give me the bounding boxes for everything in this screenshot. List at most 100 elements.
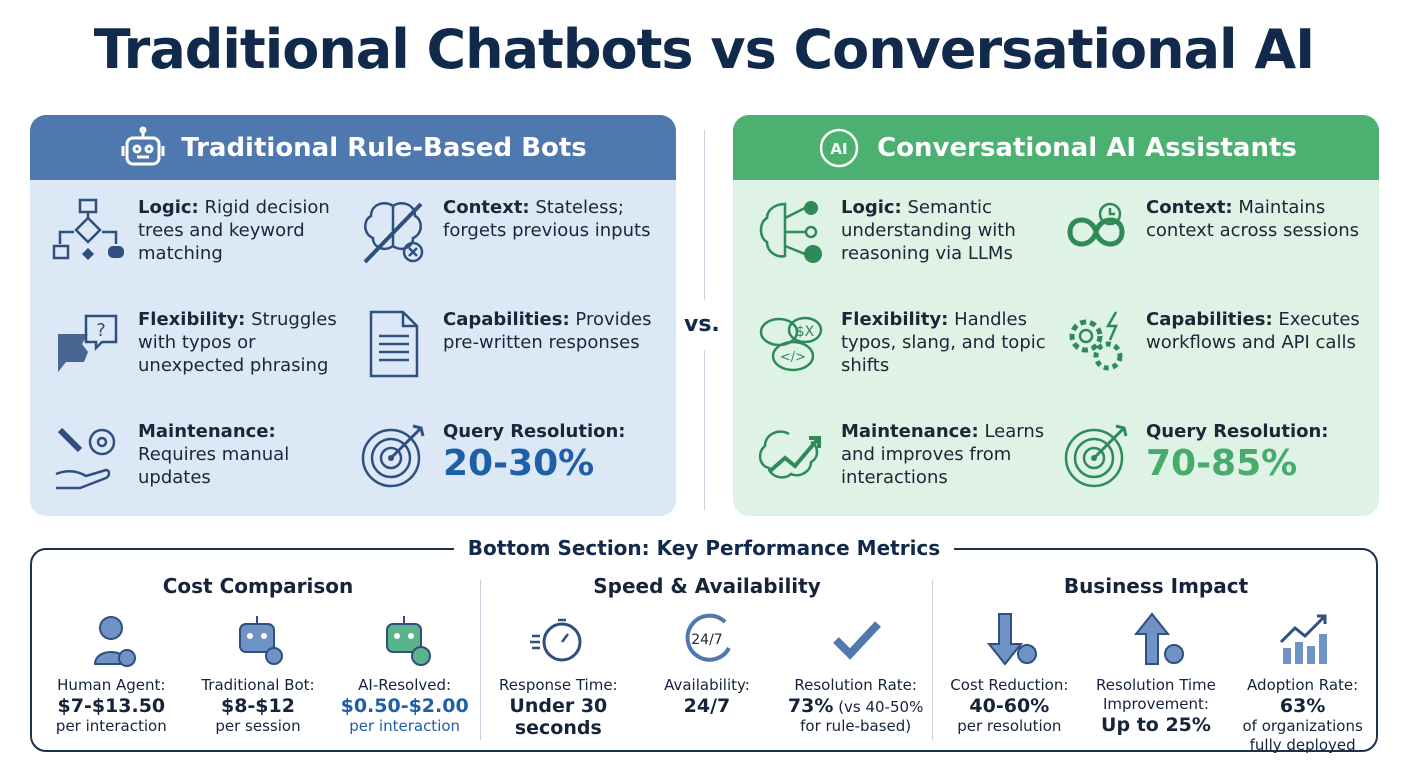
- feature-label: Context:: [1146, 197, 1233, 218]
- flowchart-icon: [52, 198, 124, 260]
- metrics-title: Bottom Section: Key Performance Metrics: [453, 536, 955, 560]
- metric-cell: Cost Reduction: 40-60% per resolution: [939, 608, 1079, 755]
- ai-panel: AI Conversational AI Assistants Logic: S…: [733, 115, 1379, 516]
- growth-chart-icon: [1279, 614, 1327, 664]
- metric-sub: (vs 40-50% for rule-based): [800, 698, 924, 735]
- feature-text: Maintenance: Requires manual updates: [138, 420, 357, 489]
- metric-sub: per interaction: [349, 717, 461, 735]
- stopwatch-icon: [530, 618, 582, 662]
- checkmark-icon: [832, 621, 881, 660]
- feature-text: Logic: Rigid decision trees and keyword …: [138, 196, 357, 265]
- metric-value: Up to 25%: [1101, 714, 1211, 736]
- metric-label: Adoption Rate:: [1247, 676, 1359, 694]
- resolution-value: 20-30%: [443, 443, 595, 484]
- traditional-header: Traditional Rule-Based Bots: [30, 115, 676, 180]
- metric-value: Under 30 seconds: [509, 695, 608, 739]
- metric-section-title: Business Impact: [1063, 574, 1249, 598]
- metric-section-title: Speed & Availability: [593, 574, 821, 598]
- wrench-gear-icon: [55, 427, 116, 490]
- robot-icon: [121, 126, 165, 165]
- feature-item: Query Resolution: 20-30%: [357, 420, 662, 516]
- target-icon: [361, 424, 425, 488]
- feature-label: Logic:: [138, 197, 199, 218]
- metric-value: $8-$12: [220, 695, 295, 717]
- ai-robot-icon: [385, 616, 431, 666]
- svg-text:24/7: 24/7: [691, 632, 722, 648]
- gears-icon: [1069, 311, 1123, 371]
- feature-text: Flexibility: Handles typos, slang, and t…: [841, 308, 1060, 377]
- metric-sub: per interaction: [55, 717, 167, 735]
- ai-header: AI Conversational AI Assistants: [733, 115, 1379, 180]
- metric-label: Resolution Rate:: [794, 676, 917, 694]
- feature-item: Maintenance: Learns and improves from in…: [755, 420, 1060, 516]
- feature-item: Logic: Rigid decision trees and keyword …: [52, 196, 357, 308]
- feature-label: Context:: [443, 197, 530, 218]
- metric-value: $0.50-$2.00: [340, 695, 469, 717]
- feature-item: $X</> Flexibility: Handles typos, slang, …: [755, 308, 1060, 420]
- metric-cell: Human Agent: $7-$13.50 per interaction: [41, 608, 181, 736]
- feature-label: Capabilities:: [443, 309, 570, 330]
- feature-item: Query Resolution: 70-85%: [1060, 420, 1365, 516]
- feature-label: Maintenance:: [138, 421, 276, 442]
- divider: [704, 130, 705, 300]
- svg-text:$X: $X: [796, 324, 815, 340]
- robot-dollar-icon: [238, 616, 283, 665]
- feature-text: Query Resolution: 70-85%: [1146, 420, 1329, 485]
- feature-item: Capabilities: Executes workflows and API…: [1060, 308, 1365, 420]
- feature-description: Semantic understanding with reasoning vi…: [841, 197, 1016, 264]
- vs-label: vs.: [684, 312, 720, 337]
- metric-cell: Resolution Time Improvement: Up to 25%: [1086, 608, 1226, 755]
- metric-cell: Response Time: Under 30 seconds: [488, 608, 628, 739]
- feature-description: Rigid decision trees and keyword matchin…: [138, 197, 330, 264]
- feature-description: Provides pre-written responses: [443, 309, 652, 353]
- metric-section-title: Cost Comparison: [162, 574, 354, 598]
- feature-text: Logic: Semantic understanding with reaso…: [841, 196, 1060, 265]
- feature-text: Maintenance: Learns and improves from in…: [841, 420, 1060, 489]
- headset-agent-icon: [94, 616, 137, 667]
- page-title: Traditional Chatbots vs Conversational A…: [93, 18, 1315, 81]
- chat-bubbles-icon: $X</>: [759, 316, 823, 372]
- feature-item: Logic: Semantic understanding with reaso…: [755, 196, 1060, 308]
- feature-description: Requires manual updates: [138, 444, 290, 488]
- feature-item: ?Flexibility: Struggles with typos or un…: [52, 308, 357, 420]
- metrics-section: Bottom Section: Key Performance Metrics …: [30, 536, 1378, 755]
- clock-24-7-icon: 24/7: [685, 613, 731, 662]
- down-arrow-dollar-icon: [987, 613, 1038, 666]
- feature-text: Capabilities: Executes workflows and API…: [1146, 308, 1365, 354]
- traditional-panel: Traditional Rule-Based Bots Logic: Rigid…: [30, 115, 676, 516]
- ai-heading: Conversational AI Assistants: [877, 132, 1297, 163]
- broken-chat-icon: ?: [58, 314, 118, 372]
- ai-brain-icon: [759, 201, 822, 263]
- divider: [704, 350, 705, 510]
- feature-label: Query Resolution:: [443, 421, 626, 442]
- metric-value: 73%: [787, 695, 834, 717]
- infinity-clock-icon: [1067, 202, 1125, 247]
- target-icon: [1064, 424, 1128, 488]
- metric-sub: of organizations fully deployed: [1242, 717, 1363, 754]
- ai-chip-icon: AI: [819, 128, 859, 167]
- metric-sub: per session: [215, 717, 301, 735]
- feature-label: Logic:: [841, 197, 902, 218]
- metric-cell: 24/7 Availability: 24/7: [637, 608, 777, 739]
- metric-label: Cost Reduction:: [950, 676, 1069, 694]
- metric-cell: Resolution Rate: 73% (vs 40-50% for rule…: [786, 608, 926, 739]
- metric-cell: Adoption Rate: 63% of organizations full…: [1233, 608, 1373, 755]
- feature-label: Capabilities:: [1146, 309, 1273, 330]
- metric-value: 40-60%: [969, 695, 1050, 717]
- document-icon: [369, 310, 419, 378]
- svg-text:?: ?: [96, 320, 106, 341]
- traditional-heading: Traditional Rule-Based Bots: [181, 132, 587, 163]
- metric-label: AI-Resolved:: [358, 676, 452, 694]
- svg-text:AI: AI: [830, 140, 847, 158]
- feature-description: Handles typos, slang, and topic shifts: [841, 309, 1046, 376]
- feature-label: Query Resolution:: [1146, 421, 1329, 442]
- feature-item: Context: Maintains context across sessio…: [1060, 196, 1365, 308]
- feature-description: Learns and improves from interactions: [841, 421, 1045, 488]
- feature-item: Maintenance: Requires manual updates: [52, 420, 357, 516]
- metric-cell: AI-Resolved: $0.50-$2.00 per interaction: [335, 608, 475, 736]
- metric-value: 63%: [1279, 695, 1326, 717]
- feature-item: Capabilities: Provides pre-written respo…: [357, 308, 662, 420]
- metric-label: Human Agent:: [57, 676, 166, 694]
- feature-text: Capabilities: Provides pre-written respo…: [443, 308, 662, 354]
- feature-text: Query Resolution: 20-30%: [443, 420, 626, 485]
